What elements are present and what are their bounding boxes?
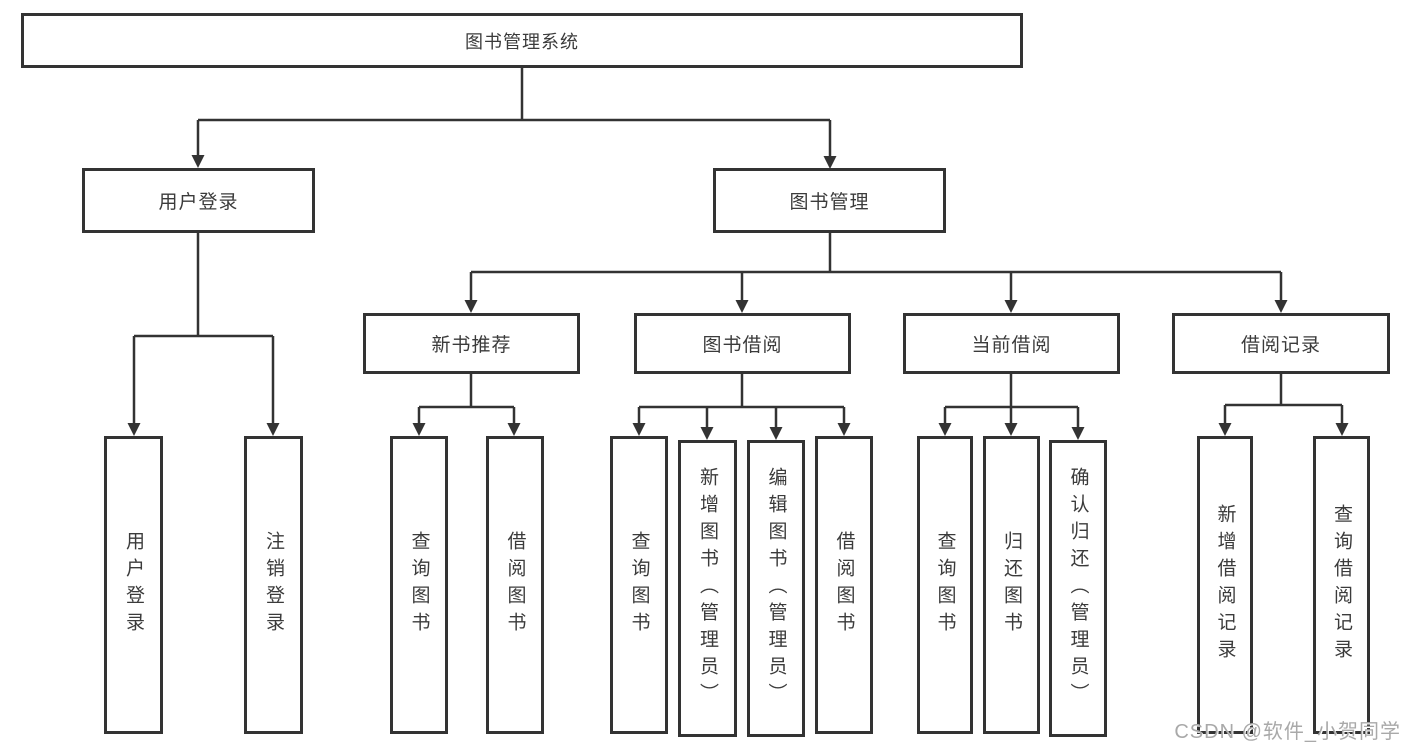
leaf-query-books-2: 查询图书 bbox=[610, 436, 668, 734]
leaf-add-borrow-record-label: 新增借阅记录 bbox=[1214, 504, 1236, 666]
leaf-borrow-books-1: 借阅图书 bbox=[486, 436, 544, 734]
leaf-add-books-admin-label: 新增图书（管理员） bbox=[697, 467, 718, 710]
node-current-borrow: 当前借阅 bbox=[903, 313, 1120, 374]
node-book-management-label: 图书管理 bbox=[789, 192, 870, 213]
leaf-confirm-return-admin-label: 确认归还（管理员） bbox=[1067, 467, 1089, 710]
leaf-borrow-books-2: 借阅图书 bbox=[815, 436, 873, 734]
leaf-logout: 注销登录 bbox=[244, 436, 303, 734]
leaf-return-books-label: 归还图书 bbox=[1001, 531, 1022, 639]
node-borrow-records: 借阅记录 bbox=[1172, 313, 1390, 374]
node-user-login-label: 用户登录 bbox=[158, 192, 239, 213]
node-new-book-recommend: 新书推荐 bbox=[363, 313, 580, 374]
leaf-query-books-1-label: 查询图书 bbox=[408, 531, 430, 639]
node-book-borrow-label: 图书借阅 bbox=[702, 335, 783, 356]
node-root-label: 图书管理系统 bbox=[465, 31, 579, 52]
edge-segments bbox=[132, 68, 1344, 428]
leaf-query-borrow-record: 查询借阅记录 bbox=[1313, 436, 1370, 734]
leaf-logout-label: 注销登录 bbox=[263, 531, 284, 639]
node-book-management: 图书管理 bbox=[713, 168, 946, 233]
csdn-watermark: CSDN @软件_小贺同学 bbox=[1174, 721, 1401, 743]
leaf-query-books-1: 查询图书 bbox=[390, 436, 448, 734]
leaf-borrow-books-1-label: 借阅图书 bbox=[504, 531, 526, 639]
leaf-return-books: 归还图书 bbox=[983, 436, 1040, 734]
leaf-edit-books-admin-label: 编辑图书（管理员） bbox=[765, 467, 787, 710]
node-borrow-records-label: 借阅记录 bbox=[1240, 335, 1321, 356]
leaf-query-books-3-label: 查询图书 bbox=[934, 531, 956, 639]
leaf-query-borrow-record-label: 查询借阅记录 bbox=[1331, 504, 1352, 666]
leaf-user-login-label: 用户登录 bbox=[123, 531, 144, 639]
arrowheads bbox=[127, 155, 1349, 440]
node-new-book-recommend-label: 新书推荐 bbox=[431, 335, 512, 356]
leaf-add-borrow-record: 新增借阅记录 bbox=[1197, 436, 1253, 734]
leaf-add-books-admin: 新增图书（管理员） bbox=[678, 440, 737, 737]
leaf-query-books-2-label: 查询图书 bbox=[628, 531, 650, 639]
leaf-user-login: 用户登录 bbox=[104, 436, 163, 734]
node-book-borrow: 图书借阅 bbox=[634, 313, 851, 374]
leaf-query-books-3: 查询图书 bbox=[917, 436, 973, 734]
leaf-edit-books-admin: 编辑图书（管理员） bbox=[747, 440, 805, 737]
leaf-borrow-books-2-label: 借阅图书 bbox=[833, 531, 855, 639]
node-current-borrow-label: 当前借阅 bbox=[971, 335, 1052, 356]
node-root-system: 图书管理系统 bbox=[21, 13, 1023, 68]
leaf-confirm-return-admin: 确认归还（管理员） bbox=[1049, 440, 1107, 737]
node-user-login: 用户登录 bbox=[82, 168, 315, 233]
